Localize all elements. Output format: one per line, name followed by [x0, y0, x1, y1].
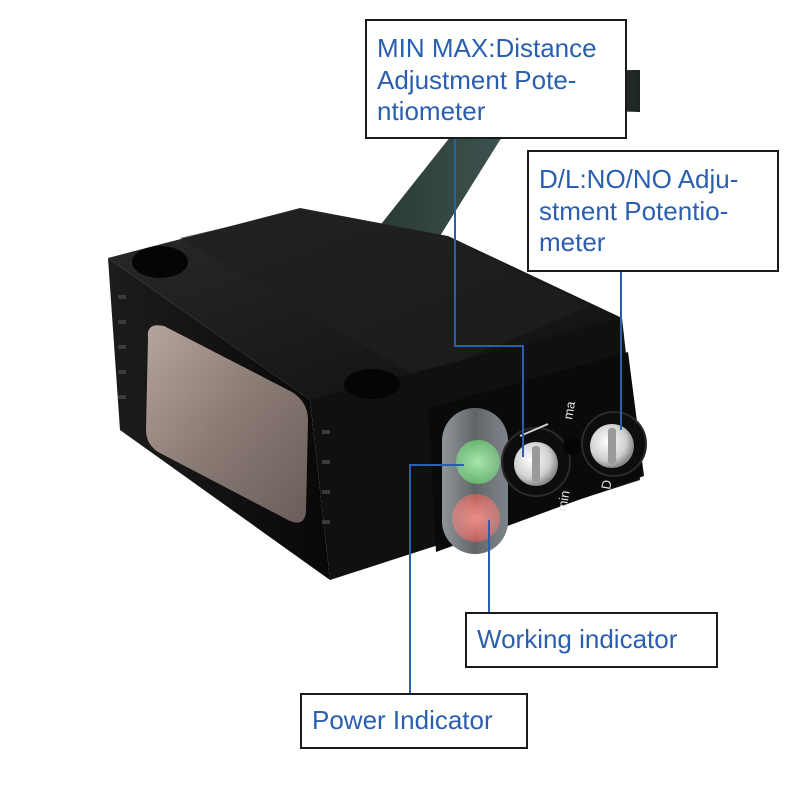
mounting-hole-right [344, 369, 400, 399]
vent-marks-right [322, 430, 330, 524]
dial-scale-mark [519, 423, 549, 437]
minmax-knob-slot [532, 446, 540, 482]
leader-lines [409, 139, 622, 693]
callout-minmax-line-1: MIN MAX:Distance [377, 33, 597, 63]
dial-d-label: D [598, 479, 614, 491]
leader-power [409, 464, 464, 693]
dial-max-label: ma [560, 399, 578, 420]
callout-power-label: Power Indicator [312, 705, 493, 735]
callout-working-indicator: Working indicator [465, 612, 718, 668]
callout-working-label: Working indicator [477, 624, 678, 654]
mounting-hole-left [132, 246, 188, 278]
led-capsule-glass [442, 408, 508, 554]
leader-minmax [454, 139, 524, 457]
callout-dl-line-1: D/L:NO/NO Adju- [539, 164, 739, 194]
dial-center-hole [563, 437, 581, 455]
callout-minmax-potentiometer: MIN MAX:Distance Adjustment Pote- ntiome… [365, 19, 627, 139]
sensor-top-bevel [180, 210, 590, 378]
callout-power-indicator: Power Indicator [300, 693, 528, 749]
callout-minmax-line-3: ntiometer [377, 96, 486, 127]
lens-window [146, 325, 308, 523]
vent-marks-left [118, 295, 126, 399]
dl-knob-slot [608, 428, 616, 464]
callout-dl-line-3: meter [539, 227, 606, 258]
callout-dl-line-2: stment Potentio- [539, 195, 729, 226]
callout-dl-potentiometer: D/L:NO/NO Adju- stment Potentio- meter [527, 150, 779, 272]
dial-min-label: min [554, 489, 572, 512]
callout-minmax-line-2: Adjustment Pote- [377, 64, 577, 95]
